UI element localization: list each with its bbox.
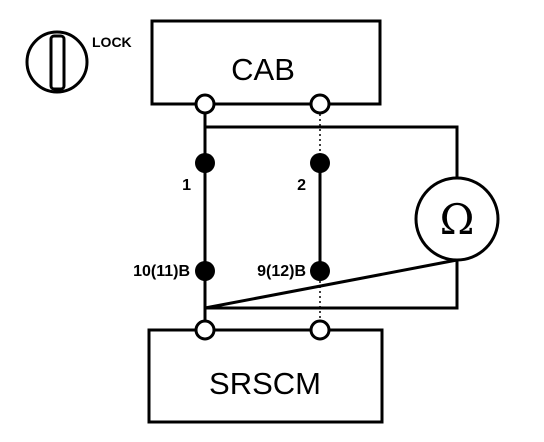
pin-label-2: 2	[297, 177, 306, 194]
lock-label: LOCK	[92, 34, 132, 50]
pin-dot-1	[195, 153, 215, 173]
pin-dot-9-12b	[310, 261, 330, 281]
cab-terminal-right	[309, 93, 331, 115]
srscm-terminal-left	[194, 319, 216, 341]
cab-terminal-left	[194, 93, 216, 115]
ohm-symbol: Ω	[440, 195, 475, 244]
pin-dot-2	[310, 153, 330, 173]
pin-label-10-11b: 10(11)B	[133, 263, 190, 280]
pin-label-9-12b: 9(12)B	[257, 263, 306, 280]
pin-dot-10-11b	[195, 261, 215, 281]
cab-box	[150, 19, 382, 106]
ignition-key-icon	[25, 30, 89, 94]
srscm-terminal-right	[309, 319, 331, 341]
cab-title: CAB	[231, 52, 295, 87]
ohmmeter	[414, 176, 500, 262]
measurement-loop-wire	[204, 125, 459, 310]
srscm-title: SRSCM	[209, 366, 321, 401]
pin-label-1: 1	[182, 177, 191, 194]
srscm-box	[147, 328, 384, 424]
